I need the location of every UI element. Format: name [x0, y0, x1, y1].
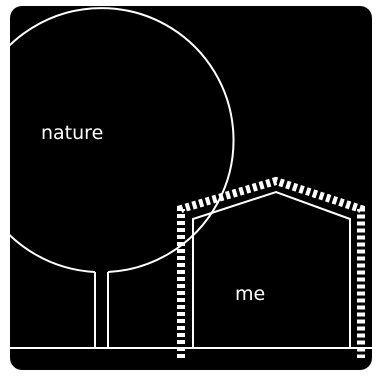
me-label: me — [235, 283, 265, 305]
black-panel — [10, 6, 372, 370]
nature-label: nature — [41, 122, 103, 144]
